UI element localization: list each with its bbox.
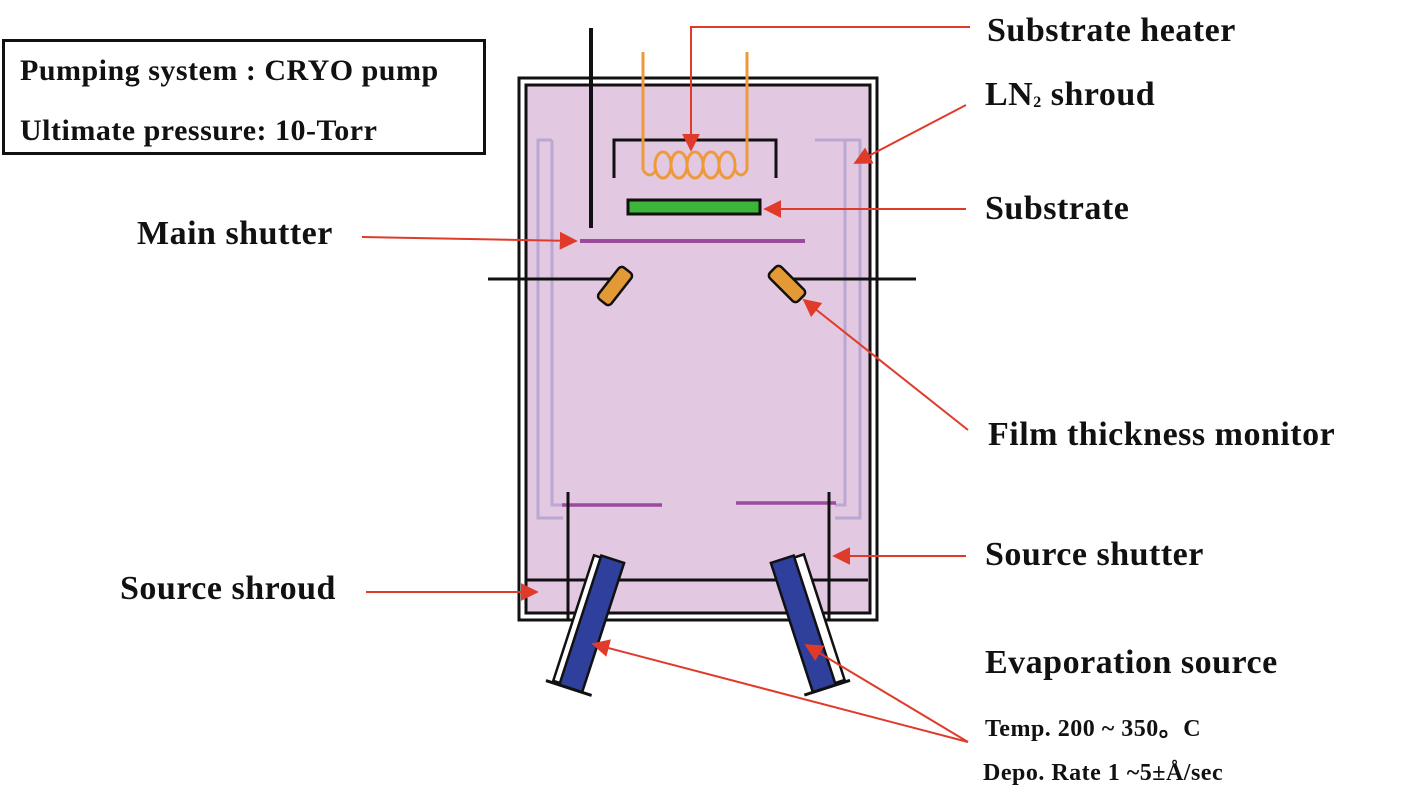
label-evaporation-source: Evaporation source <box>985 644 1278 681</box>
substrate-heater-coil <box>641 52 749 180</box>
ultimate-pressure-text: Ultimate pressure: 10-Torr <box>20 114 378 147</box>
arrow-film-thickness-monitor <box>802 298 969 431</box>
label-ln2-shroud: LN2 shroud <box>985 76 1155 114</box>
label-main-shutter: Main shutter <box>137 215 333 252</box>
pumping-system-text: Pumping system : CRYO pump <box>20 54 439 87</box>
label-source-shroud: Source shroud <box>120 570 336 607</box>
ln2-text: LN <box>985 76 1034 113</box>
ln2-subscript: 2 <box>1033 94 1042 111</box>
label-source-shutter: Source shutter <box>985 536 1204 573</box>
evaporation-source-left <box>545 553 626 697</box>
label-temperature: Temp. 200 ~ 350。C <box>985 716 1202 742</box>
arrow-ln2-shroud <box>853 104 967 164</box>
arrow-main-shutter <box>361 231 578 250</box>
leader-arrows <box>361 26 970 743</box>
film-thickness-monitor-left <box>596 265 634 307</box>
source-shutters <box>562 492 836 620</box>
arrow-evaporation-source-left <box>591 639 969 743</box>
ln2-shroud <box>536 138 862 520</box>
substrate <box>626 198 762 216</box>
vacuum-chamber <box>517 76 879 622</box>
label-substrate: Substrate <box>985 190 1130 227</box>
label-deposition-rate: Depo. Rate 1 ~5±Å/sec <box>983 760 1224 786</box>
shroud-text: shroud <box>1041 76 1156 113</box>
label-substrate-heater: Substrate heater <box>987 12 1236 49</box>
label-film-thickness-monitor: Film thickness monitor <box>988 416 1336 453</box>
info-box: Pumping system : CRYO pump Ultimate pres… <box>2 39 486 155</box>
film-thickness-monitor-right <box>767 264 807 304</box>
arrow-substrate-heater <box>682 26 970 152</box>
arrow-evaporation-source-right <box>804 644 969 743</box>
